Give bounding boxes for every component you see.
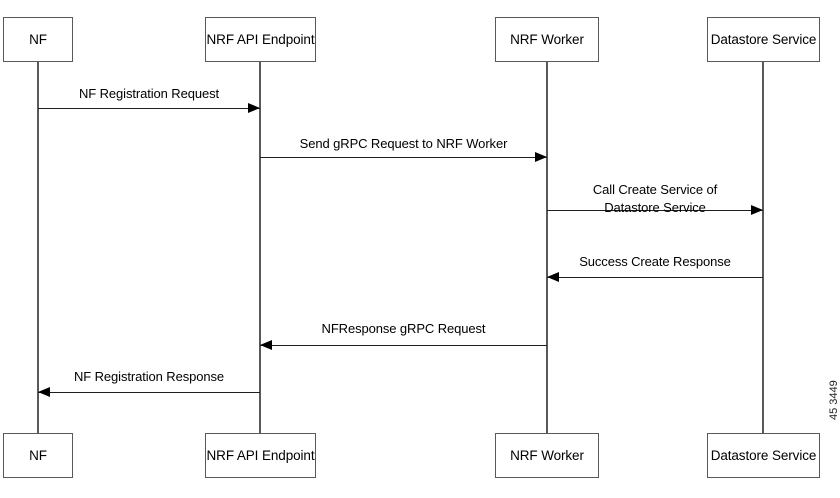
message-label-nf-registration-request: NF Registration Request (78, 86, 220, 101)
actor-label-nrf-worker: NRF Worker (510, 31, 584, 47)
actor-label-nf: NF (29, 447, 47, 463)
actor-label-nf: NF (29, 31, 47, 47)
message-label-call-create-service-of-datastore-service: Call Create Service of Datastore Service (592, 182, 718, 215)
message-label-nfresponse-grpc-request: NFResponse gRPC Request (321, 321, 486, 336)
message-line-send-grpc-request-to-nrf-worker (260, 157, 547, 159)
lifeline-datastore-service (762, 62, 764, 433)
message-line-nfresponse-grpc-request (260, 345, 547, 347)
actor-label-datastore-service: Datastore Service (710, 447, 817, 463)
actor-box-nrf-api-endpoint-top[interactable]: NRF API Endpoint (205, 17, 316, 62)
arrowhead-left-icon (38, 387, 50, 398)
actor-box-nrf-worker-top[interactable]: NRF Worker (495, 17, 599, 62)
document-id-label: 45 3449 (828, 380, 840, 420)
message-line-nf-registration-response (38, 392, 260, 394)
message-line-call-create-service-of-datastore-service (547, 210, 763, 212)
actor-box-nf-top[interactable]: NF (3, 17, 73, 62)
actor-label-nrf-worker: NRF Worker (510, 447, 584, 463)
actor-box-datastore-service-top[interactable]: Datastore Service (707, 17, 820, 62)
lifeline-nf (37, 62, 39, 433)
lifeline-nrf-api-endpoint (259, 62, 261, 433)
arrowhead-left-icon (260, 340, 272, 351)
actor-box-datastore-service-bottom[interactable]: Datastore Service (707, 433, 820, 478)
arrowhead-right-icon (535, 152, 547, 163)
actor-box-nrf-worker-bottom[interactable]: NRF Worker (495, 433, 599, 478)
message-label-nf-registration-response: NF Registration Response (73, 369, 225, 384)
arrowhead-right-icon (751, 205, 763, 216)
message-line-nf-registration-request (38, 108, 260, 110)
message-line-success-create-response (547, 277, 763, 279)
actor-label-datastore-service: Datastore Service (710, 31, 817, 47)
message-label-send-grpc-request-to-nrf-worker: Send gRPC Request to NRF Worker (299, 136, 508, 151)
message-label-success-create-response: Success Create Response (579, 254, 731, 269)
actor-box-nrf-api-endpoint-bottom[interactable]: NRF API Endpoint (205, 433, 316, 478)
actor-label-nrf-api-endpoint: NRF API Endpoint (206, 31, 315, 47)
arrowhead-left-icon (547, 272, 559, 283)
actor-box-nf-bottom[interactable]: NF (3, 433, 73, 478)
lifeline-nrf-worker (546, 62, 548, 433)
arrowhead-right-icon (248, 103, 260, 114)
actor-label-nrf-api-endpoint: NRF API Endpoint (206, 447, 315, 463)
